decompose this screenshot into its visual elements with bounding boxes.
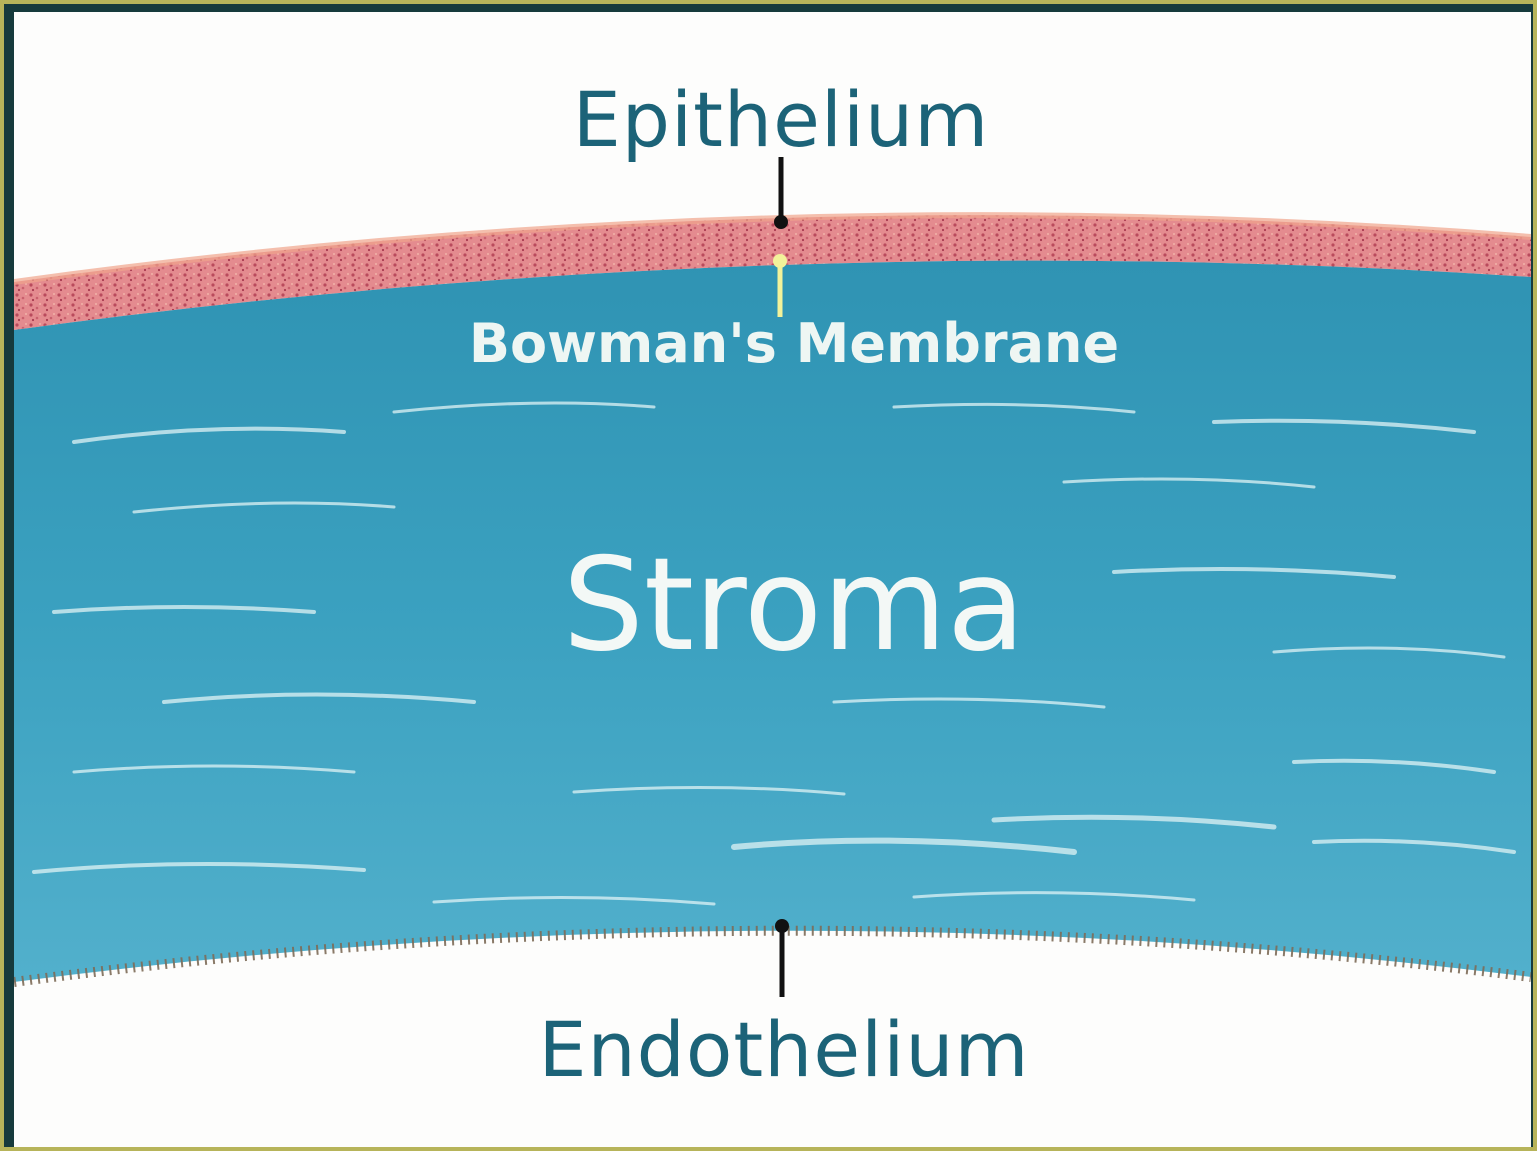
stroma-label: Stroma	[563, 542, 1026, 670]
epithelium-pointer-dot	[774, 215, 788, 229]
epithelium-label: Epithelium	[573, 82, 990, 158]
bowman-pointer-dot	[773, 254, 787, 268]
bowmans-membrane-label: Bowman's Membrane	[469, 317, 1119, 371]
diagram-panel: Epithelium Bowman's Membrane Stroma Endo…	[14, 12, 1531, 1147]
endothelium-label: Endothelium	[538, 1012, 1029, 1088]
